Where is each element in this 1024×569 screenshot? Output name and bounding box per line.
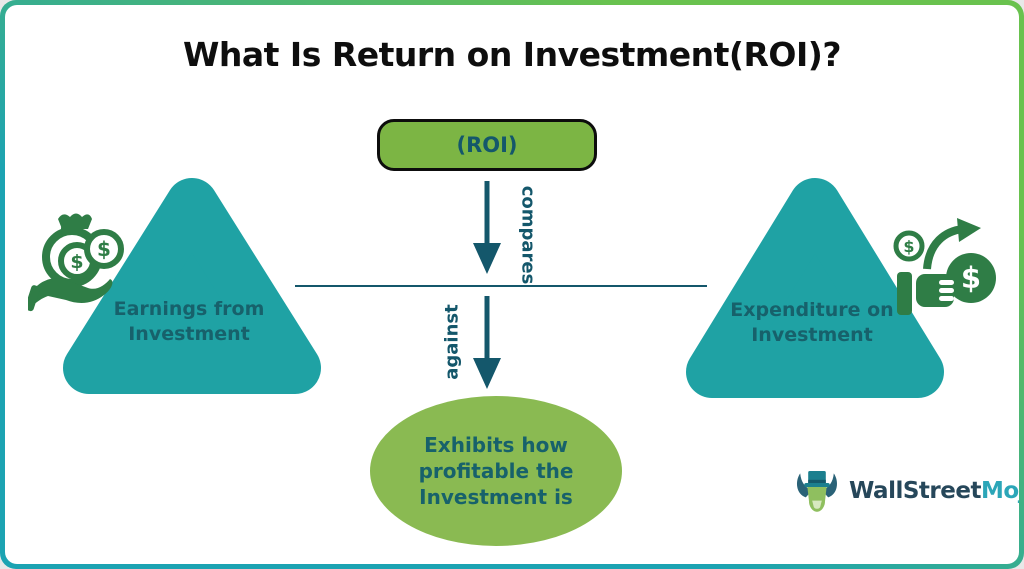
logo-wallstreet-text: WallStreet <box>849 478 981 504</box>
earnings-label: Earnings from Investment <box>113 297 265 345</box>
earnings-triangle <box>63 178 321 394</box>
down-arrow-icon <box>473 296 501 389</box>
page-title: What Is Return on Investment(ROI)? <box>183 35 841 74</box>
svg-text:$: $ <box>961 261 981 295</box>
hand-spending-coin-icon: $ $ <box>893 218 996 315</box>
roi-node-label: (ROI) <box>456 133 518 157</box>
divider-line <box>295 285 707 287</box>
svg-text:$: $ <box>70 251 83 273</box>
bull-mascot-icon <box>796 471 838 512</box>
expenditure-triangle <box>686 178 944 398</box>
logo-mojo-text: Mojo <box>980 478 1019 504</box>
roi-node: (ROI) <box>377 119 597 171</box>
svg-text:$: $ <box>903 237 914 256</box>
expenditure-label: Expenditure on Investment <box>730 298 894 346</box>
against-label: against <box>441 304 463 380</box>
logo-wordmark: WallStreetMojo <box>849 478 1019 504</box>
diagram-area: What Is Return on Investment(ROI)? (ROI)… <box>5 5 1019 564</box>
svg-text:$: $ <box>97 237 111 261</box>
money-bag-in-hand-icon: $ $ <box>28 213 124 312</box>
wallstreetmojo-logo: WallStreetMojo <box>793 463 1019 519</box>
down-arrow-icon <box>473 181 501 274</box>
result-ellipse: Exhibits how profitable the Investment i… <box>370 396 622 546</box>
result-label: Exhibits how profitable the Investment i… <box>418 433 574 509</box>
compares-label: compares <box>517 185 539 285</box>
